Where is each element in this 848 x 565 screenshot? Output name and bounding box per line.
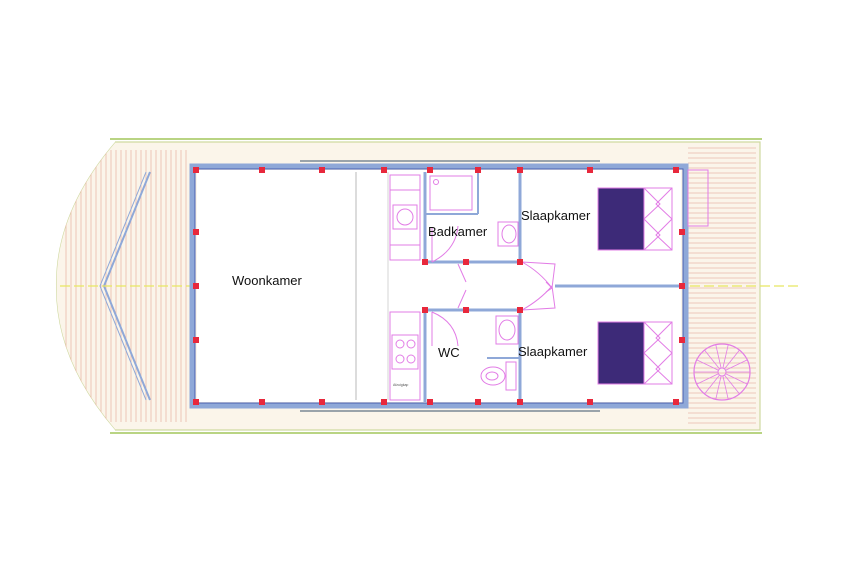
wall-marker — [193, 167, 199, 173]
wall-marker — [463, 259, 469, 265]
wall-marker — [193, 399, 199, 405]
wall-marker — [517, 307, 523, 313]
stair-step — [722, 344, 729, 369]
sink-basin-square — [392, 204, 418, 230]
bow-mask — [0, 130, 115, 440]
bed-top-mattress — [597, 187, 645, 251]
wall-marker — [193, 283, 199, 289]
bath-door-swing — [431, 225, 459, 263]
wall-marker — [259, 167, 265, 173]
stove-icon — [391, 334, 419, 370]
bed-top-pillow-fold-2 — [643, 218, 661, 251]
shower-drain — [433, 179, 439, 185]
bed-top-pillow-fold-3 — [655, 187, 673, 251]
wc-sink-basin — [498, 319, 516, 341]
wc-door-leaf — [457, 289, 467, 309]
bath-sink-box — [497, 221, 519, 247]
wall-marker — [319, 399, 325, 405]
bow-chevron-inner — [99, 171, 147, 401]
stair-step — [724, 374, 740, 395]
bed-bottom-pillow-fold-2 — [643, 352, 661, 385]
bed-top-pillow-fold-1 — [643, 187, 661, 220]
wall-marker — [517, 167, 523, 173]
kitchen-note: Afzuigkap — [393, 383, 408, 387]
wall-marker — [679, 337, 685, 343]
bed-bottom-mattress — [597, 321, 645, 385]
bed-bottom-pillow-fold-3 — [655, 321, 673, 385]
sink-icon — [495, 315, 519, 345]
wall-marker — [381, 399, 387, 405]
stair-step — [715, 344, 722, 369]
stair-step — [722, 375, 729, 400]
label-badkamer: Badkamer — [428, 224, 488, 239]
wall-marker — [679, 229, 685, 235]
wall-marker — [517, 399, 523, 405]
burner-3 — [395, 354, 405, 364]
bed-icon — [597, 321, 673, 385]
sink-icon — [392, 204, 418, 230]
toilet-seat — [485, 371, 499, 381]
wall-marker — [427, 399, 433, 405]
stair-step — [704, 349, 720, 370]
toilet-icon — [480, 361, 517, 391]
stair-step — [696, 359, 719, 371]
wall-marker — [679, 283, 685, 289]
wall-marker — [673, 167, 679, 173]
wc-door-swing — [431, 311, 459, 347]
window-strips — [300, 160, 600, 412]
label-slaapkamer-top: Slaapkamer — [521, 208, 591, 223]
wall-marker — [475, 167, 481, 173]
wall-marker — [259, 399, 265, 405]
burner-2 — [406, 339, 416, 349]
hall-door-hinge — [545, 281, 553, 293]
bed-bottom-pillows — [643, 321, 673, 385]
wall-marker — [587, 167, 593, 173]
burner-1 — [395, 339, 405, 349]
bed-top-pillows — [643, 187, 673, 251]
stair-step — [704, 374, 720, 395]
stair-step — [724, 349, 740, 370]
wall-marker — [463, 307, 469, 313]
wall-marker — [193, 229, 199, 235]
label-woonkamer: Woonkamer — [232, 273, 303, 288]
wall-marker — [427, 167, 433, 173]
label-wc: WC — [438, 345, 460, 360]
wall-marker — [517, 259, 523, 265]
burner-4 — [406, 354, 416, 364]
hall-door-bottom — [521, 284, 556, 311]
wc-sink-box — [495, 315, 519, 345]
sink-icon — [497, 221, 519, 247]
sink-basin — [396, 208, 414, 226]
toilet-bowl — [480, 366, 506, 386]
stair-step — [725, 359, 748, 371]
stove-top — [391, 334, 419, 370]
shower-icon — [429, 175, 473, 211]
wall-marker — [381, 167, 387, 173]
wall-marker — [422, 259, 428, 265]
bed-icon — [597, 187, 673, 251]
side-box — [687, 169, 709, 227]
wall-marker — [319, 167, 325, 173]
bath-door-leaf — [457, 263, 467, 283]
spiral-stair-icon — [693, 343, 751, 401]
wall-marker — [422, 307, 428, 313]
wall-marker — [587, 399, 593, 405]
fixtures: Afzuigkap — [389, 169, 709, 401]
wall-marker — [193, 337, 199, 343]
wall-markers — [193, 167, 685, 405]
kitchen-counter-top — [389, 174, 421, 261]
stair-step — [715, 375, 722, 400]
wall-marker — [475, 399, 481, 405]
toilet-tank — [505, 361, 517, 391]
label-slaapkamer-bottom: Slaapkamer — [518, 344, 588, 359]
stair-step — [696, 373, 719, 385]
kitchen-counter-bottom — [389, 311, 421, 401]
shower-tray — [429, 175, 473, 211]
wall-marker — [673, 399, 679, 405]
bath-sink-basin — [501, 224, 517, 244]
stair-step — [725, 373, 748, 385]
bed-bottom-pillow-fold-1 — [643, 321, 661, 354]
outer-wall — [189, 163, 689, 409]
